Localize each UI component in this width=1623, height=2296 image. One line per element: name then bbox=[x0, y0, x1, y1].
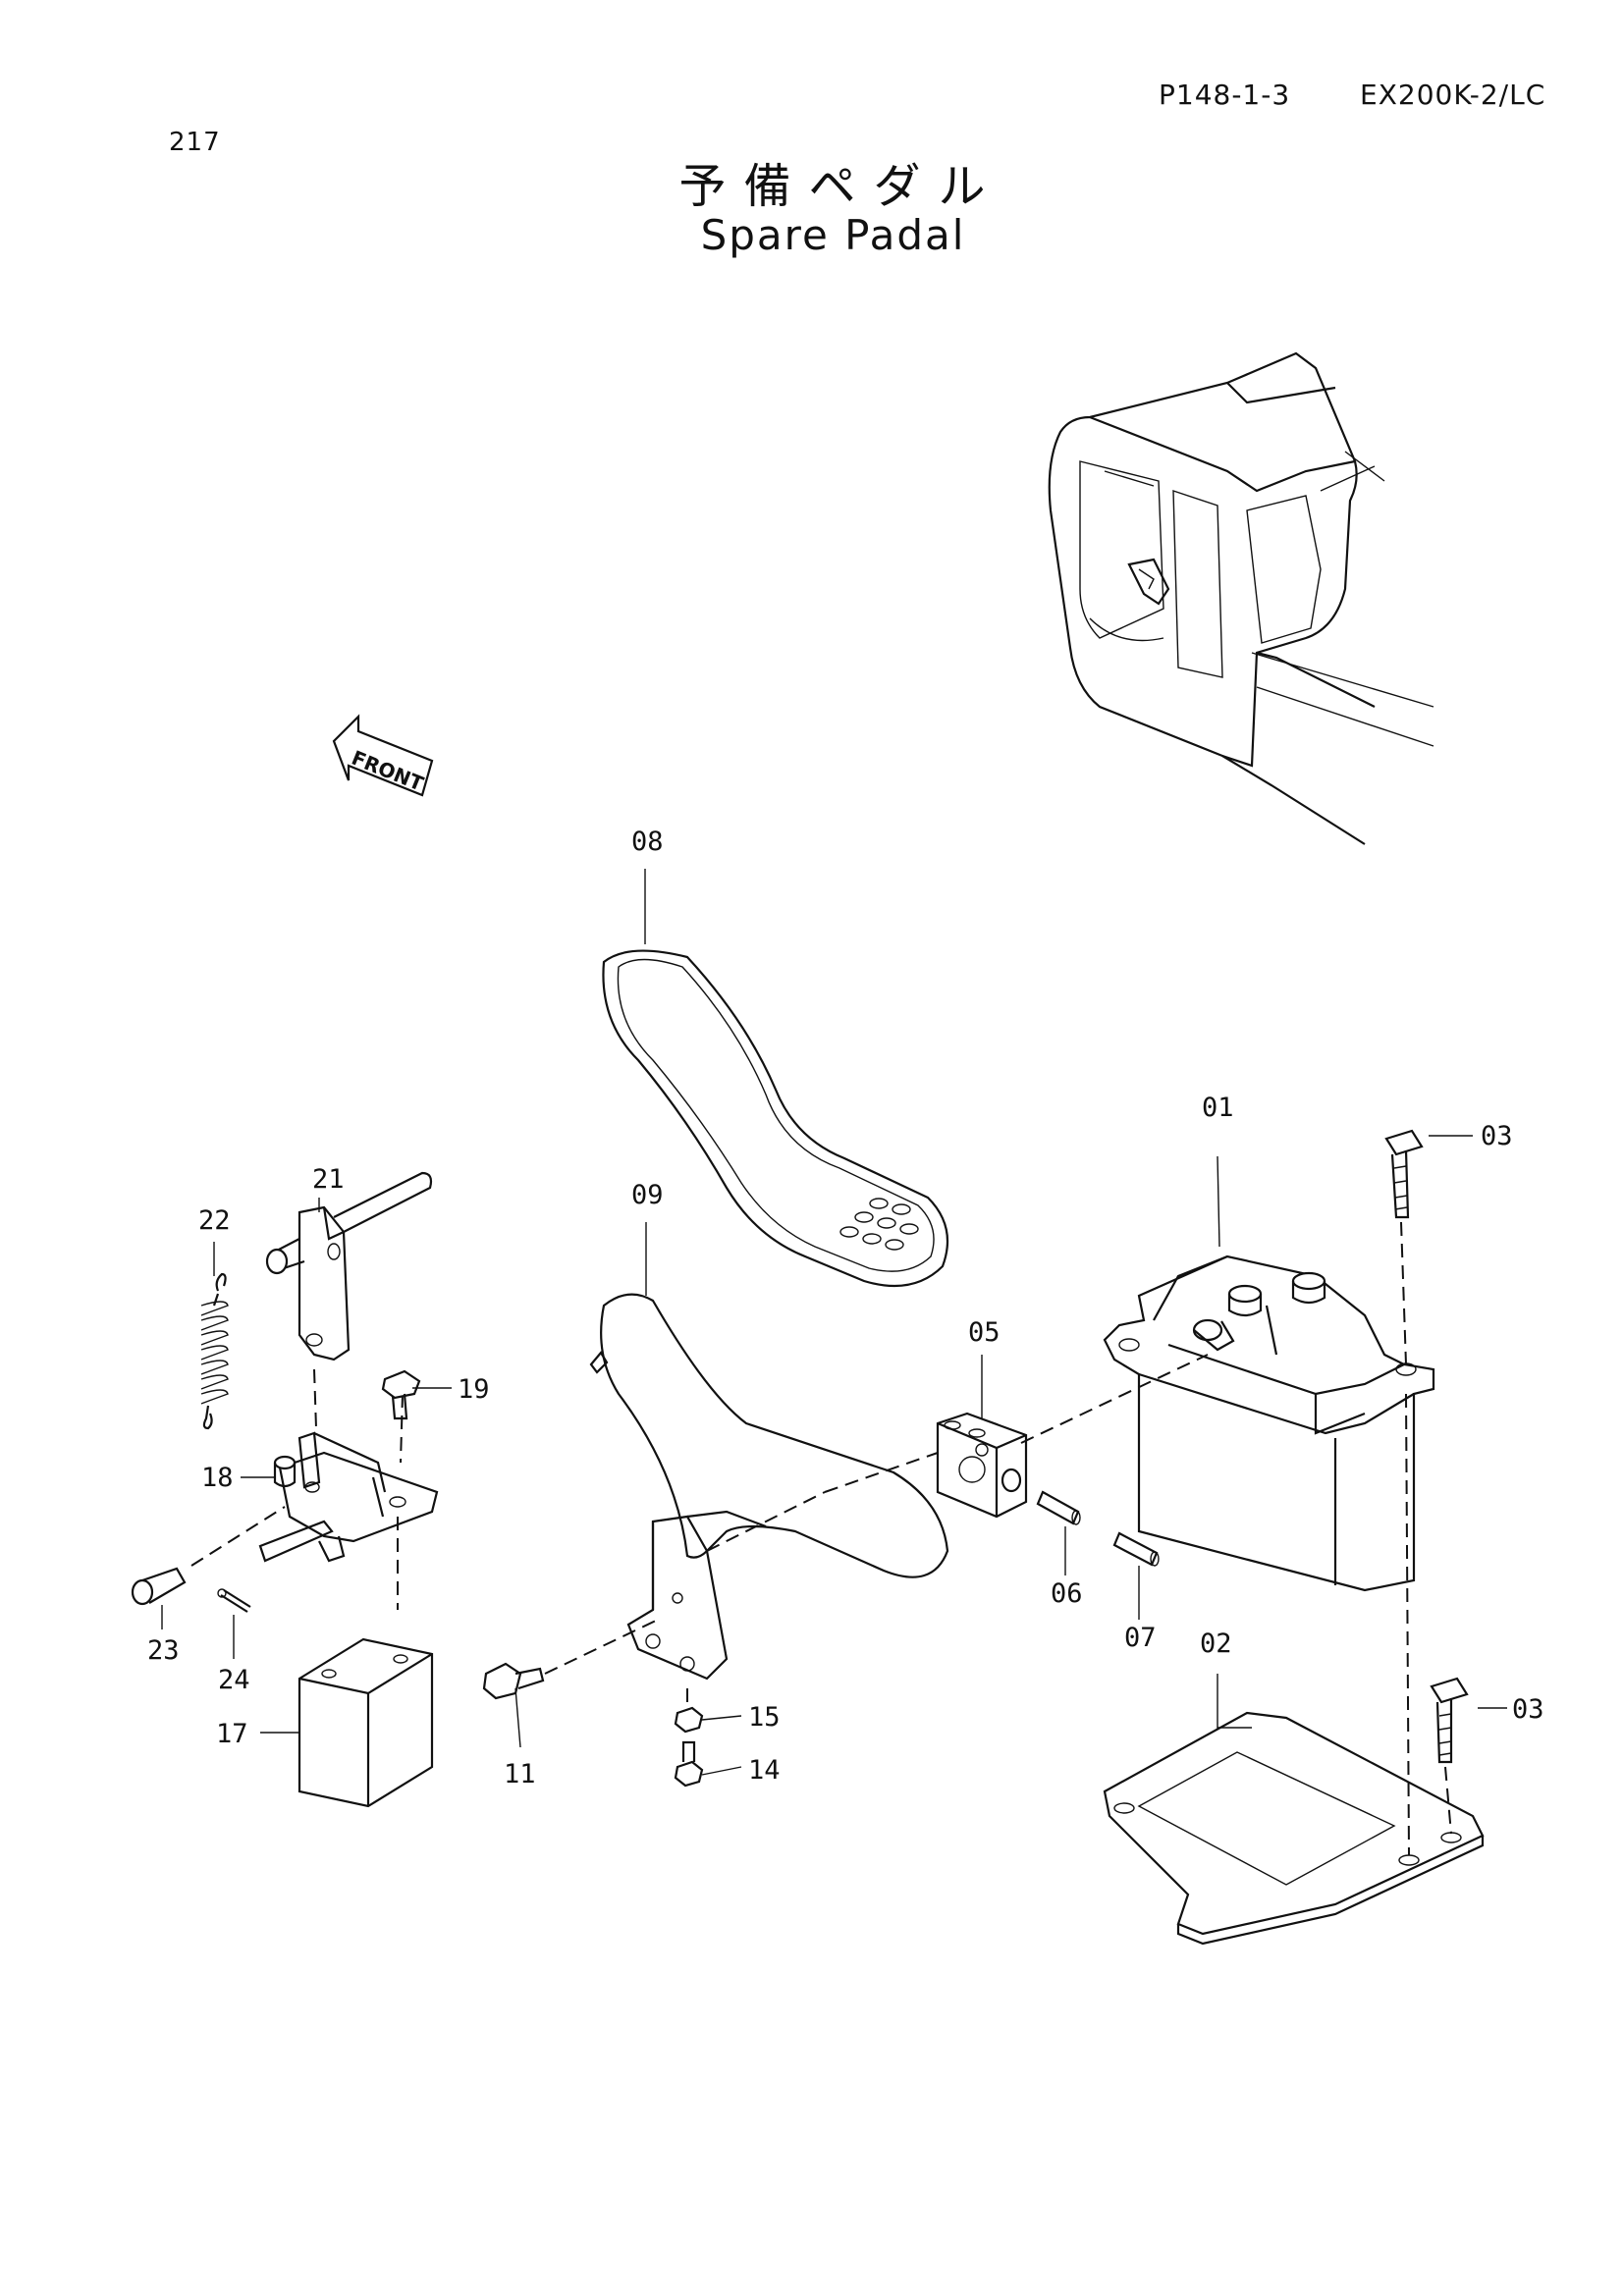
front-arrow-icon: FRONT bbox=[332, 714, 434, 797]
part-19-bolt bbox=[381, 1369, 421, 1420]
part-22-spring bbox=[200, 1272, 229, 1430]
part-08-pedal-pad bbox=[602, 949, 949, 1288]
model-code: EX200K-2/LC bbox=[1360, 79, 1546, 111]
part-17-block bbox=[298, 1637, 434, 1808]
part-05-block bbox=[824, 1354, 1209, 1519]
callout-01: 01 bbox=[1202, 1093, 1234, 1123]
page-number: 217 bbox=[169, 128, 221, 157]
part-18-base-bracket bbox=[190, 1368, 439, 1610]
title-english: Spare Padal bbox=[700, 211, 966, 259]
part-11-bolt bbox=[482, 1619, 659, 1700]
callout-24: 24 bbox=[218, 1665, 250, 1695]
title-japanese: 予備ペダル bbox=[678, 159, 1003, 214]
part-03-bolt-lower bbox=[1430, 1677, 1469, 1764]
callout-21: 21 bbox=[312, 1164, 345, 1195]
callout-06: 06 bbox=[1051, 1578, 1083, 1609]
reference-code: P148-1-3 bbox=[1159, 79, 1291, 111]
callout-07: 07 bbox=[1124, 1623, 1157, 1653]
callout-09: 09 bbox=[631, 1180, 664, 1210]
cab-illustration bbox=[1048, 351, 1434, 845]
part-09-pedal-lever bbox=[589, 1293, 949, 1681]
callout-18: 18 bbox=[201, 1463, 234, 1493]
part-02-base-plate bbox=[1103, 1711, 1485, 1946]
callout-05: 05 bbox=[968, 1317, 1001, 1348]
callout-17: 17 bbox=[216, 1719, 248, 1749]
part-21-bracket bbox=[265, 1171, 433, 1362]
part-06-pin bbox=[1036, 1490, 1081, 1525]
callout-02: 02 bbox=[1200, 1629, 1232, 1659]
callout-11: 11 bbox=[504, 1759, 536, 1789]
part-07-pin bbox=[1112, 1531, 1160, 1567]
part-23-pin bbox=[131, 1567, 187, 1606]
callout-08: 08 bbox=[631, 827, 664, 857]
part-03-bolt-upper bbox=[1384, 1129, 1424, 1219]
callout-03-lower: 03 bbox=[1512, 1694, 1544, 1725]
part-14-bolt bbox=[674, 1740, 704, 1788]
callout-labels: 01 02 03 03 05 06 07 08 09 11 14 15 17 1… bbox=[147, 827, 1544, 1789]
callout-22: 22 bbox=[198, 1205, 231, 1236]
part-15-nut bbox=[674, 1688, 704, 1734]
part-01-valve-body bbox=[1103, 1255, 1435, 1592]
callout-19: 19 bbox=[458, 1374, 490, 1405]
callout-03-upper: 03 bbox=[1481, 1121, 1513, 1151]
callout-23: 23 bbox=[147, 1635, 180, 1666]
callout-14: 14 bbox=[748, 1755, 781, 1786]
callout-15: 15 bbox=[748, 1702, 781, 1733]
part-24-cotter-pin bbox=[217, 1588, 251, 1613]
leader-lines bbox=[161, 869, 1507, 1776]
